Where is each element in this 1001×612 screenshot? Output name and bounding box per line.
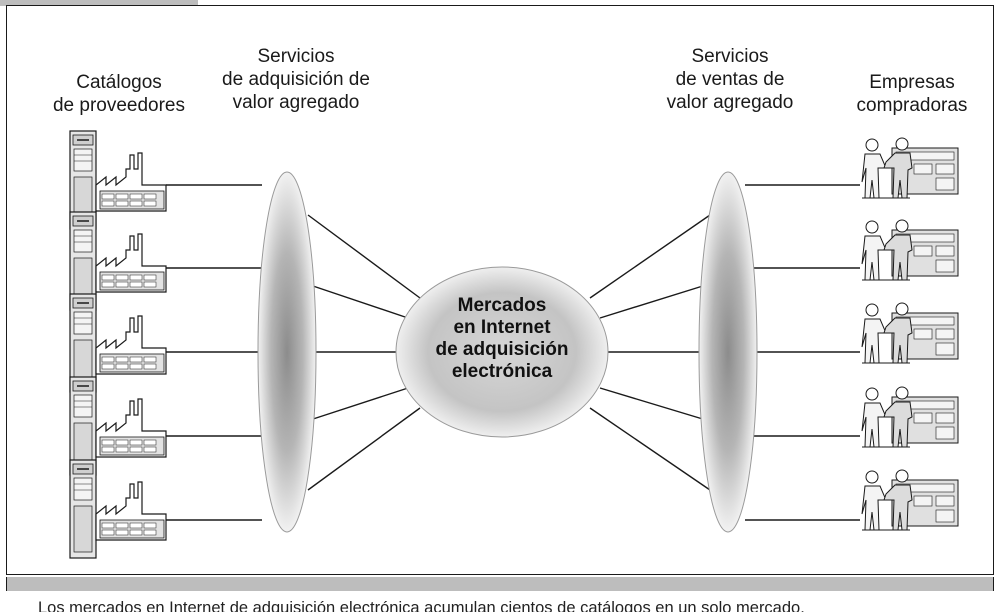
handshake-buyers-icon — [861, 302, 959, 364]
caption-band — [6, 577, 994, 591]
marketplace-hub-label: Mercados en Internet de adquisición elec… — [435, 295, 569, 382]
procurement-services-oval — [257, 171, 317, 533]
factory-server-icon — [69, 459, 167, 559]
suppliers-label: Catálogos de proveedores — [52, 72, 186, 116]
procurement-services-label: Servicios de adquisición de valor agrega… — [222, 46, 370, 113]
handshake-buyers-icon — [861, 137, 959, 199]
sales-services-label: Servicios de ventas de valor agregado — [666, 46, 794, 113]
buyers-label: Empresas compradoras — [856, 72, 968, 116]
handshake-buyers-icon — [861, 219, 959, 281]
buyer-icons — [861, 137, 959, 531]
sales-services-oval — [698, 171, 758, 533]
supplier-icons — [69, 130, 167, 559]
handshake-buyers-icon — [861, 386, 959, 448]
handshake-buyers-icon — [861, 469, 959, 531]
header-tab — [0, 0, 198, 6]
figure-caption: Los mercados en Internet de adquisición … — [38, 599, 805, 612]
connector-lines — [166, 184, 860, 521]
marketplace-hub — [395, 266, 609, 438]
